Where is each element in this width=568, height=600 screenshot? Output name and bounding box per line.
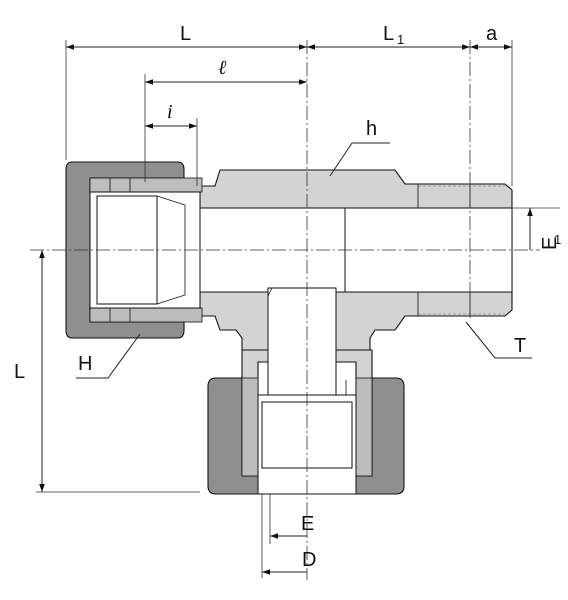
dimension-L-top: L [65, 23, 307, 160]
dimension-L1: L 1 [307, 23, 470, 50]
dimension-a: a [470, 23, 513, 186]
label-T: T [514, 335, 526, 357]
leader-h: h [329, 118, 390, 177]
label-L-top: L [180, 23, 191, 45]
label-a: a [486, 23, 498, 45]
dimension-E1: E 1 [512, 207, 561, 250]
label-ell: ℓ [218, 57, 227, 79]
label-H: H [78, 353, 92, 375]
leader-H: H [76, 333, 141, 379]
center-lines [30, 40, 540, 580]
label-L1-sub: 1 [397, 32, 404, 47]
label-L1: L [383, 23, 394, 45]
bottom-nut [207, 377, 405, 495]
dimension-D: D [261, 494, 316, 578]
label-L-left: L [14, 361, 25, 383]
label-h: h [366, 118, 377, 140]
dimension-E: E [269, 494, 314, 544]
leader-T: T [465, 321, 532, 359]
dimension-L-left: L [14, 250, 200, 493]
label-E1: E [539, 237, 561, 250]
label-E1-sub: 1 [554, 232, 561, 247]
dimension-i: i [145, 101, 198, 186]
label-i: i [167, 101, 173, 123]
label-E: E [301, 513, 314, 535]
label-D: D [302, 549, 316, 571]
